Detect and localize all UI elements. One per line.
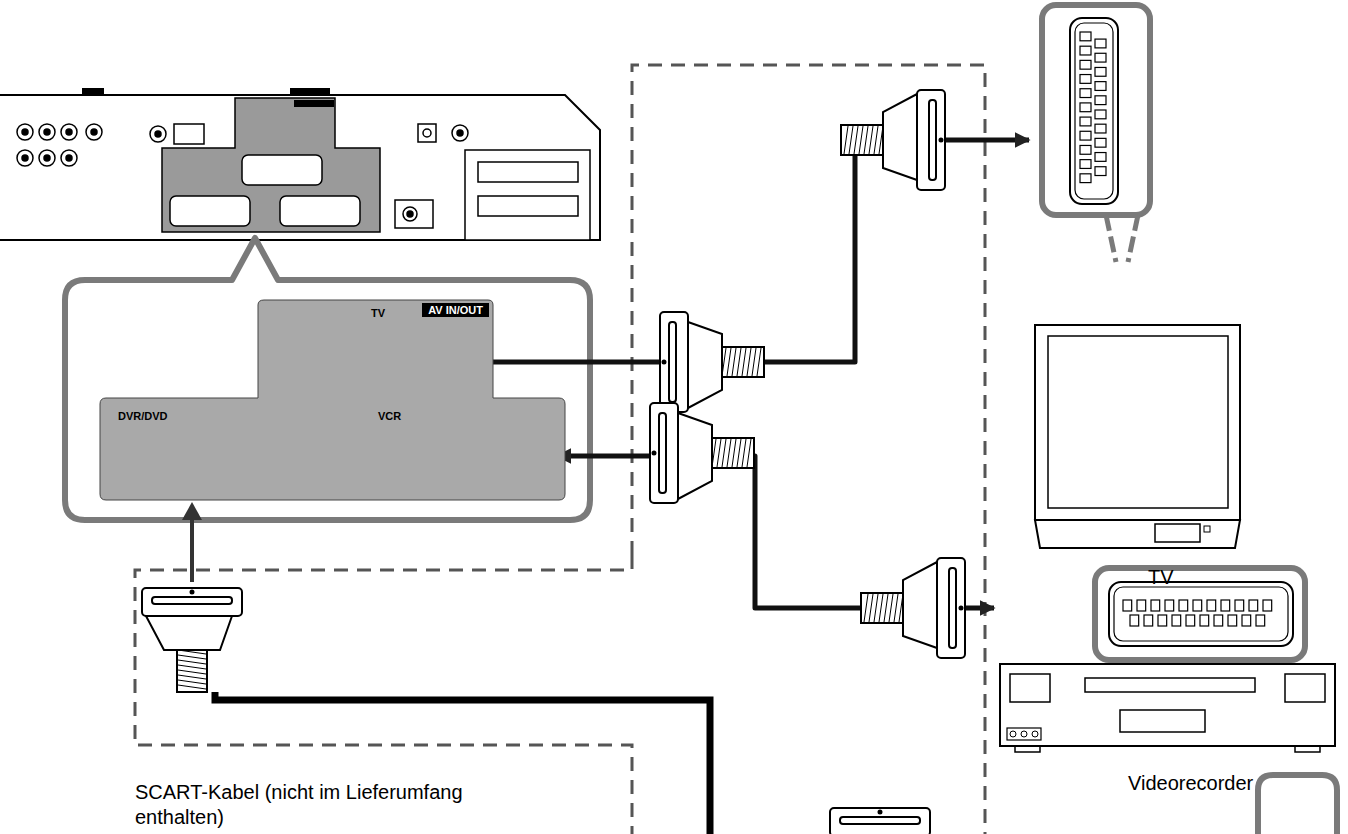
scart-plug	[861, 558, 965, 658]
scart-plug	[660, 312, 764, 412]
scart-cable	[215, 692, 710, 834]
zoom-callout	[65, 238, 590, 520]
panel-title: AV IN/OUT	[422, 303, 489, 317]
socket-label: DVR/DVD	[118, 410, 168, 422]
rear-panel	[0, 88, 600, 240]
panel-shape	[100, 300, 565, 500]
scart-plug	[650, 403, 754, 503]
scart-plug	[830, 808, 930, 834]
device-label: TV	[1148, 566, 1174, 589]
insert-arrow	[182, 502, 202, 520]
device: Videorecorder	[995, 560, 1340, 810]
socket-label: TV	[371, 307, 385, 319]
socket-label: VCR	[378, 410, 401, 422]
jack-panel: TV DVR/DVD VCR AV IN/OUT	[100, 300, 565, 500]
cable-note: SCART-Kabel (nicht im Lieferumfang entha…	[135, 780, 465, 830]
scart-plug	[142, 588, 242, 692]
device-callout	[1258, 775, 1337, 834]
device: TV	[1030, 0, 1255, 600]
device-drawing	[1030, 0, 1255, 600]
insert-arrow	[190, 518, 194, 582]
scart-plug	[841, 90, 945, 190]
device-label: Videorecorder	[1128, 772, 1253, 795]
